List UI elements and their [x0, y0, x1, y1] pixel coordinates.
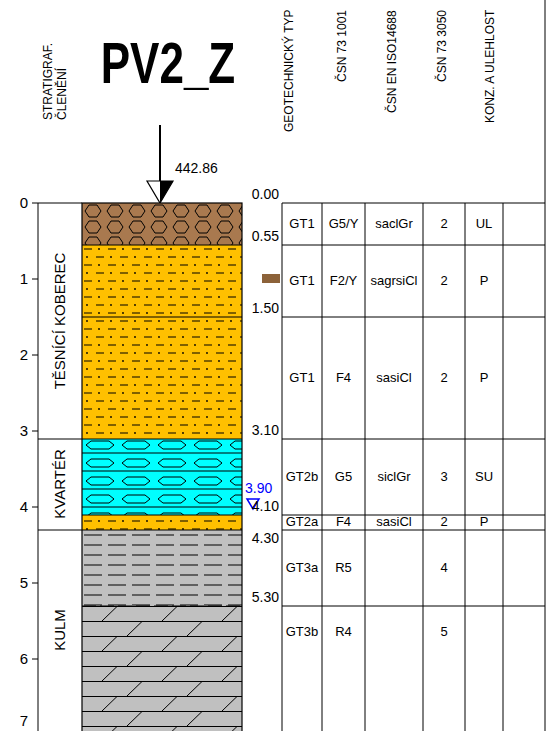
log-title: PV2_Z — [101, 31, 236, 97]
elevation-value: 442.86 — [175, 160, 218, 176]
column-header: KONZ. A ULEHLOST — [484, 10, 498, 123]
table-grid — [282, 0, 545, 731]
table-cell: GT1 — [289, 371, 314, 385]
lithology-column — [82, 203, 242, 731]
sample-marker — [262, 274, 280, 283]
depth-tick-label: 1 — [20, 270, 28, 287]
strat-band: KULM — [38, 530, 82, 731]
strat-name: KULM — [51, 610, 68, 652]
table-cell: G5/Y — [329, 217, 359, 231]
table-cell: UL — [476, 217, 493, 231]
table-cell: GT3a — [286, 561, 319, 575]
water-level: 3.90 — [245, 480, 272, 496]
column-header: GEOTECHNICKÝ TYP — [283, 10, 297, 132]
table-cell: GT2b — [286, 470, 319, 484]
column-header: ČSN 73 3050 — [436, 10, 450, 82]
table-cell: 5 — [440, 625, 447, 639]
strat-band: TĚSNÍCÍ KOBEREC — [38, 203, 82, 439]
layer-depth: 1.50 — [252, 300, 279, 316]
table-cell: P — [480, 515, 489, 529]
table-cell: GT1 — [289, 217, 314, 231]
table-cell: G5 — [335, 470, 352, 484]
strat-band: KVARTÉR — [38, 439, 82, 530]
layer-depth: 5.30 — [252, 589, 279, 605]
depth-tick-label: 4 — [20, 498, 28, 515]
table-cell: 2 — [440, 274, 447, 288]
layer-depth: 0.00 — [252, 186, 279, 202]
depth-tick-label: 2 — [20, 346, 28, 363]
table-cell: F4 — [336, 371, 351, 385]
table-cell: GT3b — [286, 625, 319, 639]
table-cell: sasiCl — [376, 515, 411, 529]
depth-tick-label: 0 — [20, 194, 28, 211]
table-cell: R5 — [335, 561, 352, 575]
table-cell: 4 — [440, 561, 447, 575]
table-cell: sasiCl — [376, 371, 411, 385]
table-cell: 2 — [440, 217, 447, 231]
strat-name: TĚSNÍCÍ KOBEREC — [51, 252, 68, 389]
layer-depth: 4.30 — [252, 530, 279, 546]
table-cell: 2 — [440, 515, 447, 529]
column-header: STRATIGRAF. ČLENĚNÍ — [42, 38, 70, 120]
depth-axis — [32, 203, 82, 731]
table-cell: P — [480, 371, 489, 385]
table-cell: siclGr — [377, 470, 410, 484]
table-cell: 2 — [440, 371, 447, 385]
depth-tick-label: 5 — [20, 574, 28, 591]
depth-tick-label: 3 — [20, 422, 28, 439]
table-cell: sagrsiCl — [371, 274, 418, 288]
layer-depth: 0.55 — [252, 228, 279, 244]
table-cell: 3 — [440, 470, 447, 484]
table-cell: saclGr — [375, 217, 413, 231]
table-cell: GT2a — [286, 515, 319, 529]
layer-depth: 4.10 — [252, 498, 279, 514]
column-header: ČSN EN ISO14688 — [386, 10, 400, 113]
table-cell: GT1 — [289, 274, 314, 288]
column-header: ČSN 73 1001 — [336, 10, 350, 82]
depth-tick-label: 6 — [20, 650, 28, 667]
strat-name: KVARTÉR — [51, 449, 68, 518]
table-cell: F4 — [336, 515, 351, 529]
layer-depth: 3.10 — [252, 422, 279, 438]
elevation-arrow — [147, 125, 173, 203]
table-cell: P — [480, 274, 489, 288]
depth-tick-label: 7 — [20, 712, 28, 729]
table-cell: R4 — [335, 625, 352, 639]
table-cell: F2/Y — [330, 274, 357, 288]
table-cell: SU — [475, 470, 493, 484]
